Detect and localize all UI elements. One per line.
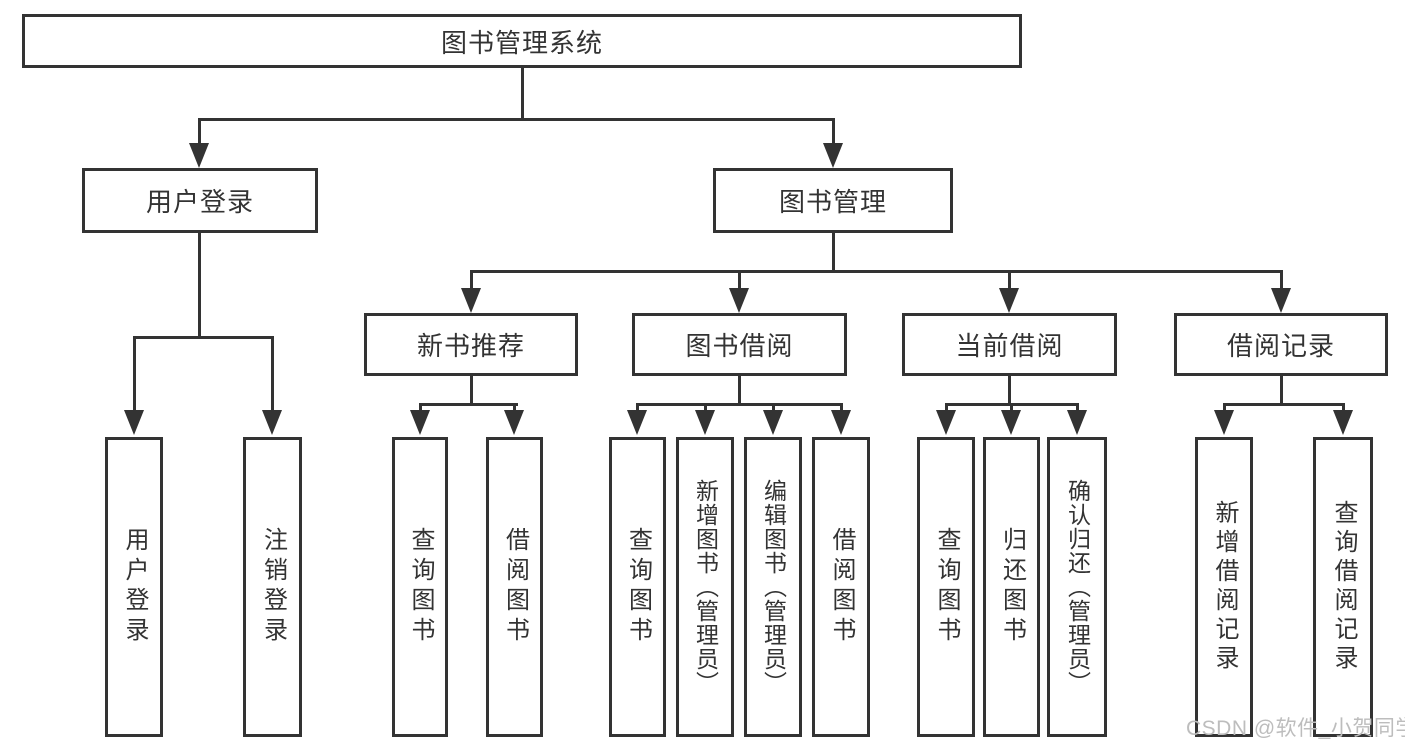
connector-line — [470, 270, 473, 292]
leaf-add-books-admin: 新增图书（管理员） — [676, 437, 734, 737]
arrow-down-icon — [831, 410, 851, 435]
connector-line — [738, 270, 741, 292]
connector-line — [470, 376, 473, 405]
node-label: 用户登录 — [121, 527, 148, 647]
arrow-down-icon — [763, 410, 783, 435]
connector-line — [1076, 403, 1079, 414]
arrow-down-icon — [262, 410, 282, 435]
node-label: 查询借阅记录 — [1330, 500, 1357, 674]
connector-line — [1223, 403, 1226, 414]
watermark: CSDN @软件_小贺同学 — [1186, 717, 1405, 740]
connector-line — [772, 403, 775, 414]
node-label: 归还图书 — [998, 527, 1026, 647]
connector-line — [840, 403, 843, 414]
node-label: 编辑图书（管理员） — [760, 479, 787, 695]
connector-line — [832, 118, 835, 148]
node-label: 图书借阅 — [685, 331, 794, 361]
connector-line — [1342, 403, 1345, 414]
leaf-return-books: 归还图书 — [983, 437, 1040, 737]
node-user-login: 用户登录 — [82, 168, 318, 233]
leaf-borrow-books-recommend: 借阅图书 — [486, 437, 543, 737]
connector-line — [1010, 403, 1013, 414]
node-label: 确认归还（管理员） — [1064, 479, 1091, 695]
arrow-down-icon — [189, 143, 209, 168]
connector-line — [513, 403, 516, 414]
node-library-management-system: 图书管理系统 — [22, 14, 1022, 68]
connector-line — [271, 336, 274, 414]
node-book-borrowing: 图书借阅 — [632, 313, 847, 376]
leaf-confirm-return-admin: 确认归还（管理员） — [1047, 437, 1107, 737]
arrow-down-icon — [410, 410, 430, 435]
node-label: 查询图书 — [407, 527, 434, 647]
node-label: 注销登录 — [259, 527, 287, 647]
node-book-management: 图书管理 — [713, 168, 953, 233]
connector-line — [1008, 270, 1011, 292]
connector-line — [636, 403, 639, 414]
connector-line — [133, 336, 136, 414]
arrow-down-icon — [1333, 410, 1353, 435]
node-new-book-recommend: 新书推荐 — [364, 313, 578, 376]
node-label: 当前借阅 — [955, 331, 1064, 361]
connector-line — [945, 403, 948, 414]
leaf-query-books-recommend: 查询图书 — [392, 437, 448, 737]
node-label: 图书管理 — [778, 187, 887, 217]
connector-line — [198, 118, 835, 121]
connector-line — [832, 233, 835, 273]
connector-line — [133, 336, 274, 339]
arrow-down-icon — [504, 410, 524, 435]
arrow-down-icon — [999, 288, 1019, 313]
arrow-down-icon — [695, 410, 715, 435]
arrow-down-icon — [461, 288, 481, 313]
arrow-down-icon — [124, 410, 144, 435]
leaf-borrow-books-borrowing: 借阅图书 — [812, 437, 870, 737]
connector-line — [198, 118, 201, 148]
node-label: 查询图书 — [624, 527, 652, 647]
leaf-query-books-borrowing: 查询图书 — [609, 437, 666, 737]
node-label: 借阅记录 — [1226, 331, 1335, 361]
node-label: 借阅图书 — [501, 527, 529, 647]
connector-line — [419, 403, 422, 414]
connector-line — [738, 376, 741, 405]
arrow-down-icon — [1214, 410, 1234, 435]
connector-line — [1280, 376, 1283, 405]
node-label: 图书管理系统 — [440, 27, 603, 58]
arrow-down-icon — [1271, 288, 1291, 313]
connector-line — [198, 233, 201, 339]
connector-line — [1223, 403, 1345, 406]
leaf-logout: 注销登录 — [243, 437, 302, 737]
connector-line — [704, 403, 707, 414]
arrow-down-icon — [729, 288, 749, 313]
leaf-edit-books-admin: 编辑图书（管理员） — [744, 437, 802, 737]
node-label: 借阅图书 — [828, 527, 855, 647]
node-borrowing-records: 借阅记录 — [1174, 313, 1388, 376]
arrow-down-icon — [936, 410, 956, 435]
node-label: 新增图书（管理员） — [692, 479, 719, 695]
arrow-down-icon — [1067, 410, 1087, 435]
node-label: 新增借阅记录 — [1211, 500, 1238, 674]
node-label: 用户登录 — [145, 187, 254, 217]
arrow-down-icon — [823, 143, 843, 168]
connector-line — [521, 68, 524, 120]
leaf-query-borrow-record: 查询借阅记录 — [1313, 437, 1373, 737]
leaf-add-borrow-record: 新增借阅记录 — [1195, 437, 1253, 737]
connector-line — [419, 403, 518, 406]
connector-line — [470, 270, 1283, 273]
arrow-down-icon — [1001, 410, 1021, 435]
node-current-borrowing: 当前借阅 — [902, 313, 1117, 376]
connector-line — [1280, 270, 1283, 292]
connector-line — [1008, 376, 1011, 405]
arrow-down-icon — [627, 410, 647, 435]
leaf-user-login: 用户登录 — [105, 437, 163, 737]
leaf-query-books-current: 查询图书 — [917, 437, 975, 737]
node-label: 新书推荐 — [416, 331, 525, 361]
node-label: 查询图书 — [933, 527, 960, 647]
connector-line — [636, 403, 843, 406]
